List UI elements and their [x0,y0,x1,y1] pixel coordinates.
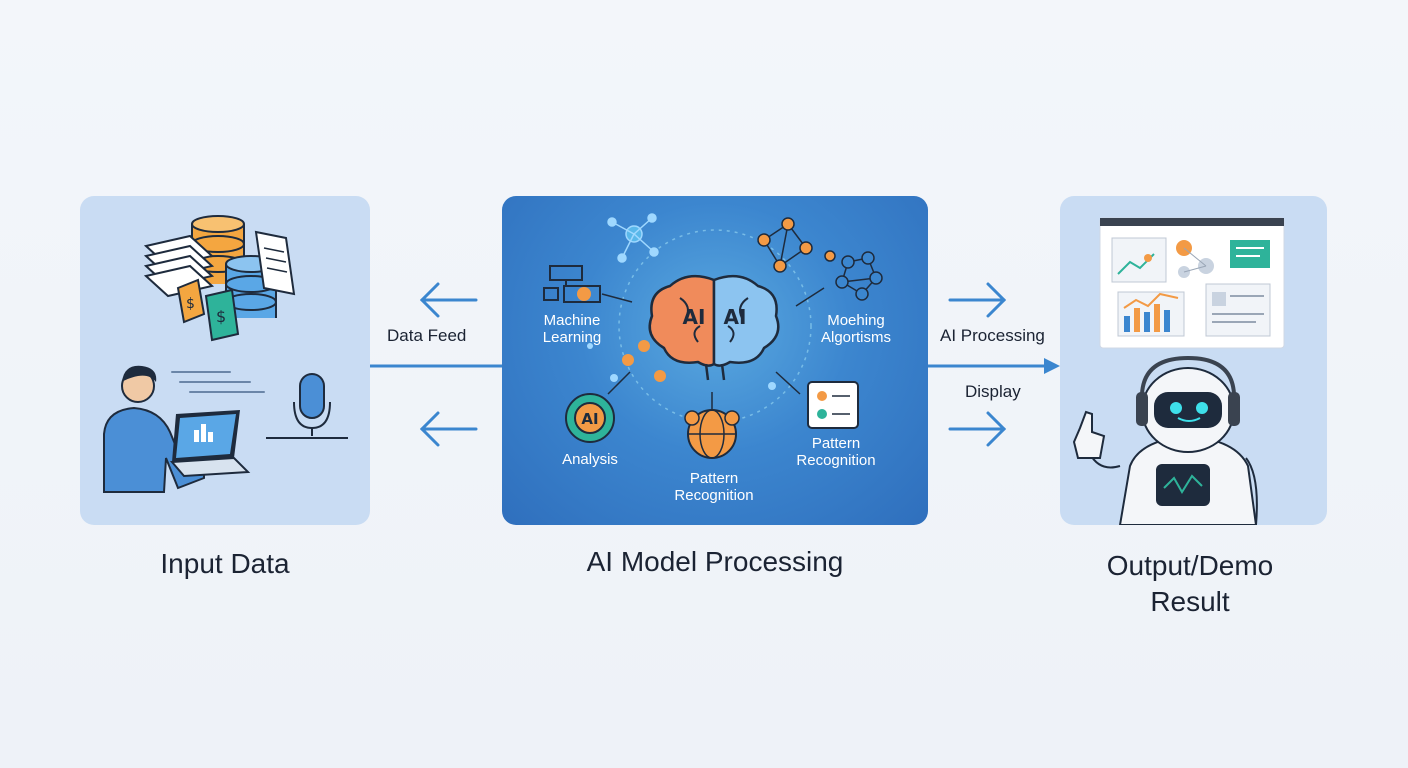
left-arrow-lower [419,411,478,447]
network-node-icon-orange [757,217,813,273]
network-node-icon [607,213,659,263]
algorithms-label: Moehing Algortisms [820,312,891,346]
molecule-icon [824,250,883,301]
svg-text:$: $ [186,296,195,312]
microphone-icon [266,373,348,439]
file-tags-icon: $ $ [176,278,240,342]
svg-text:$: $ [216,307,226,326]
person-with-laptop-icon [103,365,251,493]
dot-cluster [587,340,776,390]
ai-chip-icon: AI [565,393,615,443]
right-arrow-upper [948,282,1007,318]
dashboard-card-icon [807,381,859,429]
brain-icon: AI AI [648,274,780,381]
ai-model-panel: AI AI AI [502,196,928,525]
ai-processing-label: AI Processing [940,326,1045,345]
input-data-panel: $ $ [80,196,370,525]
analysis-label: Analysis [562,451,618,468]
globe-icon [684,409,740,459]
machine-learning-label: Machine Learning [542,312,602,346]
analysis-badge-label: AI [581,410,598,428]
output-arrowhead [1044,358,1060,374]
pattern-recognition-right-label: Pattern Recognition [796,435,876,469]
left-arrow-upper [419,282,478,318]
pattern-recognition-center-label: Pattern Recognition [674,470,754,504]
right-arrow-lower [948,411,1007,447]
document-icon [254,230,296,296]
brain-left-label: AI [683,305,706,329]
output-title-line2: Result [1150,586,1230,617]
output-title-line1: Output/Demo [1106,550,1274,581]
sound-wave-lines [171,371,265,393]
paper-stack-icon [143,234,215,298]
robot-icon [1072,355,1258,525]
flowchart-icon [543,265,601,303]
output-demo-title: Output/Demo Result [1040,548,1340,620]
ai-model-processing-title: AI Model Processing [586,546,844,577]
input-data-title: Input Data [160,548,290,579]
output-panel [1060,196,1327,525]
brain-right-label: AI [724,305,747,329]
display-label: Display [965,382,1021,401]
connector-lines [601,287,825,410]
data-feed-label: Data Feed [387,326,467,345]
dashboard-window-icon [1099,217,1285,349]
